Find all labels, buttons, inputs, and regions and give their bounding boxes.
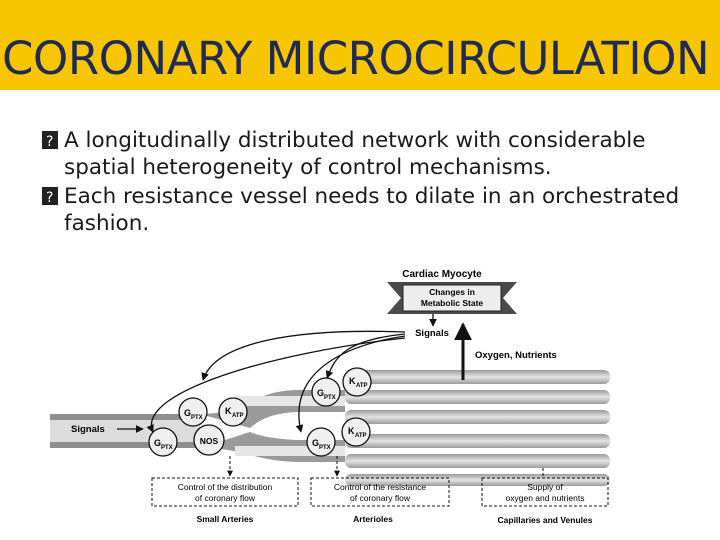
receptor-nos: NOS (193, 424, 225, 456)
svg-text:ATP: ATP (355, 433, 367, 439)
svg-text:NOS: NOS (200, 436, 219, 446)
svg-text:PTX: PTX (191, 415, 203, 421)
receptor-gptx-artery-top: G PTX (178, 397, 208, 427)
svg-text:G: G (317, 388, 324, 398)
box1-line2: of coronary flow (195, 493, 256, 503)
label-capillaries-venules: Capillaries and Venules (498, 515, 593, 525)
receptor-katp-arteriole-bottom: K ATP (341, 417, 371, 447)
metabolic-label-line2: Metabolic State (421, 298, 484, 308)
signals-top-label: Signals (415, 328, 449, 339)
svg-text:K: K (349, 376, 356, 386)
svg-text:G: G (312, 438, 319, 448)
svg-text:ATP: ATP (232, 413, 244, 419)
bullet-glyph-icon (42, 129, 58, 156)
receptor-katp-artery-top: K ATP (218, 397, 248, 427)
label-arterioles: Arterioles (353, 514, 393, 524)
bullet-item: Each resistance vessel needs to dilate i… (42, 183, 720, 237)
svg-text:PTX: PTX (161, 445, 173, 451)
box2-line2: of coronary flow (350, 493, 411, 503)
cardiac-myocyte-label: Cardiac Myocyte (402, 269, 482, 280)
bullet-text: Each resistance vessel needs to dilate i… (64, 184, 680, 236)
svg-text:G: G (154, 438, 161, 448)
oxygen-nutrients-label: Oxygen, Nutrients (475, 350, 557, 361)
box1-line1: Control of the distribution (178, 482, 273, 492)
metabolic-label-line1: Changes in (429, 287, 475, 297)
svg-text:ATP: ATP (356, 383, 368, 389)
svg-text:K: K (225, 406, 232, 416)
bullet-text: A longitudinally distributed network wit… (64, 128, 646, 180)
bullet-item: A longitudinally distributed network wit… (42, 127, 720, 181)
receptor-katp-arteriole-top: K ATP (342, 367, 372, 397)
slide-title: CORONARY MICROCIRCULATION (2, 32, 710, 85)
box3-line1: Supply of (527, 482, 563, 492)
bullet-glyph-icon (42, 185, 58, 212)
signals-left-label: Signals (71, 424, 105, 435)
receptor-gptx-arteriole-top: G PTX (311, 377, 341, 407)
receptor-gptx-artery-bottom: G PTX (148, 427, 178, 457)
bullet-list: A longitudinally distributed network wit… (42, 127, 720, 239)
svg-text:PTX: PTX (319, 445, 331, 451)
svg-text:PTX: PTX (324, 395, 336, 401)
box2-line1: Control of the resistance (334, 482, 426, 492)
svg-text:G: G (184, 408, 191, 418)
label-small-arteries: Small Arteries (197, 514, 254, 524)
box3-line2: oxygen and nutrients (506, 493, 585, 503)
microcirculation-diagram: Cardiac Myocyte Changes in Metabolic Sta… (50, 269, 610, 525)
receptor-gptx-arteriole-bottom: G PTX (306, 427, 336, 457)
title-bar: CORONARY MICROCIRCULATION (0, 0, 720, 90)
svg-text:K: K (348, 426, 355, 436)
